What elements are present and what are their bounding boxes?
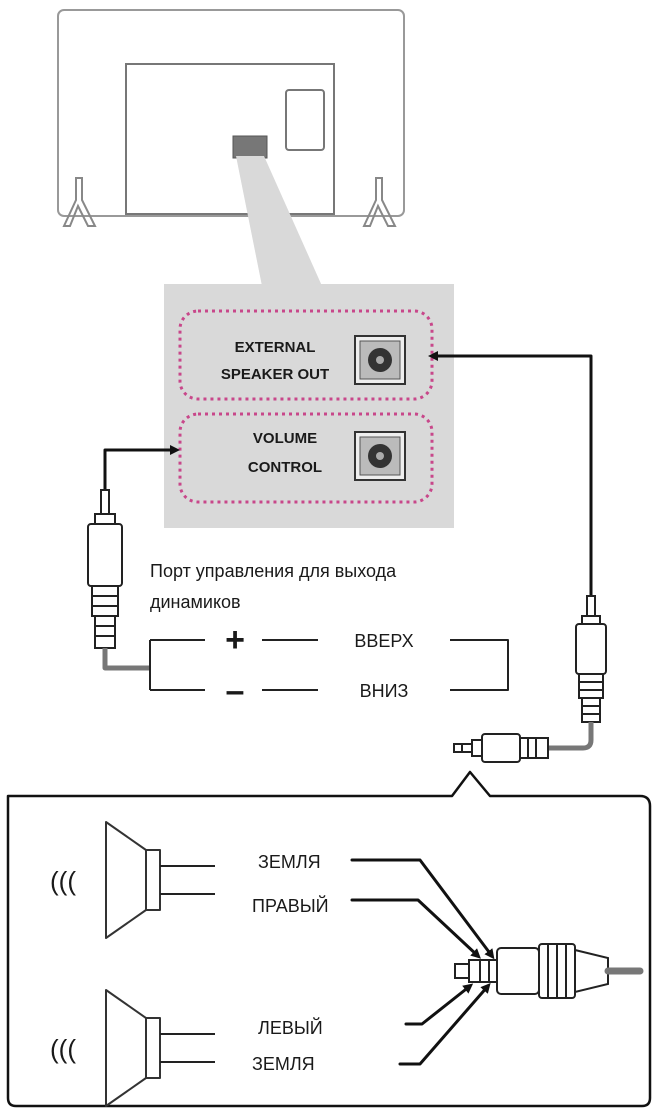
tv-stand-left <box>62 177 97 227</box>
left-channel-label: ЛЕВЫЙ <box>258 1017 323 1038</box>
speaker-right-icon <box>105 821 215 939</box>
tv-rear-view <box>57 9 405 227</box>
caption-line1: Порт управления для выхода <box>150 561 397 581</box>
speaker-plug <box>454 943 644 999</box>
external-speaker-cable <box>428 351 607 763</box>
tv-stand-right <box>362 177 397 227</box>
volume-control-jack[interactable] <box>354 431 406 481</box>
external-label-line2: SPEAKER OUT <box>221 366 329 383</box>
volume-control-highlight <box>178 412 434 504</box>
volume-switch-wiring: + – ВВЕРХ ВНИЗ <box>149 621 509 710</box>
bottom-ground-label: ЗЕМЛЯ <box>252 1054 315 1074</box>
panel-background <box>164 284 454 528</box>
volume-label-line1: VOLUME <box>253 430 317 447</box>
speaker-right-waves: ((( <box>50 866 76 896</box>
plus-sign: + <box>225 621 245 659</box>
callout-wedge <box>236 156 322 286</box>
tv-port-chip <box>232 135 268 159</box>
right-channel-label: ПРАВЫЙ <box>252 895 329 916</box>
up-label: ВВЕРХ <box>354 631 413 651</box>
speaker-detail-callout: ((( ((( ЗЕМЛЯ ПРАВЫЙ ЛЕВЫЙ ЗЕМЛЯ <box>6 770 652 1108</box>
top-ground-label: ЗЕМЛЯ <box>258 852 321 872</box>
down-label: ВНИЗ <box>360 681 409 701</box>
callout-frame <box>6 770 652 1108</box>
external-label-line1: EXTERNAL <box>235 339 316 356</box>
tv-port-cover <box>285 89 325 151</box>
external-speaker-out-highlight <box>178 309 434 401</box>
minus-sign: – <box>226 672 245 710</box>
external-speaker-out-jack[interactable] <box>354 335 406 385</box>
caption-line2: динамиков <box>150 592 241 612</box>
speaker-left-icon <box>105 989 215 1107</box>
port-panel: EXTERNAL SPEAKER OUT VOLUME CONTROL <box>164 284 454 528</box>
speaker-left-waves: ((( <box>50 1034 76 1064</box>
volume-label-line2: CONTROL <box>248 459 322 476</box>
volume-control-cable <box>87 445 180 671</box>
